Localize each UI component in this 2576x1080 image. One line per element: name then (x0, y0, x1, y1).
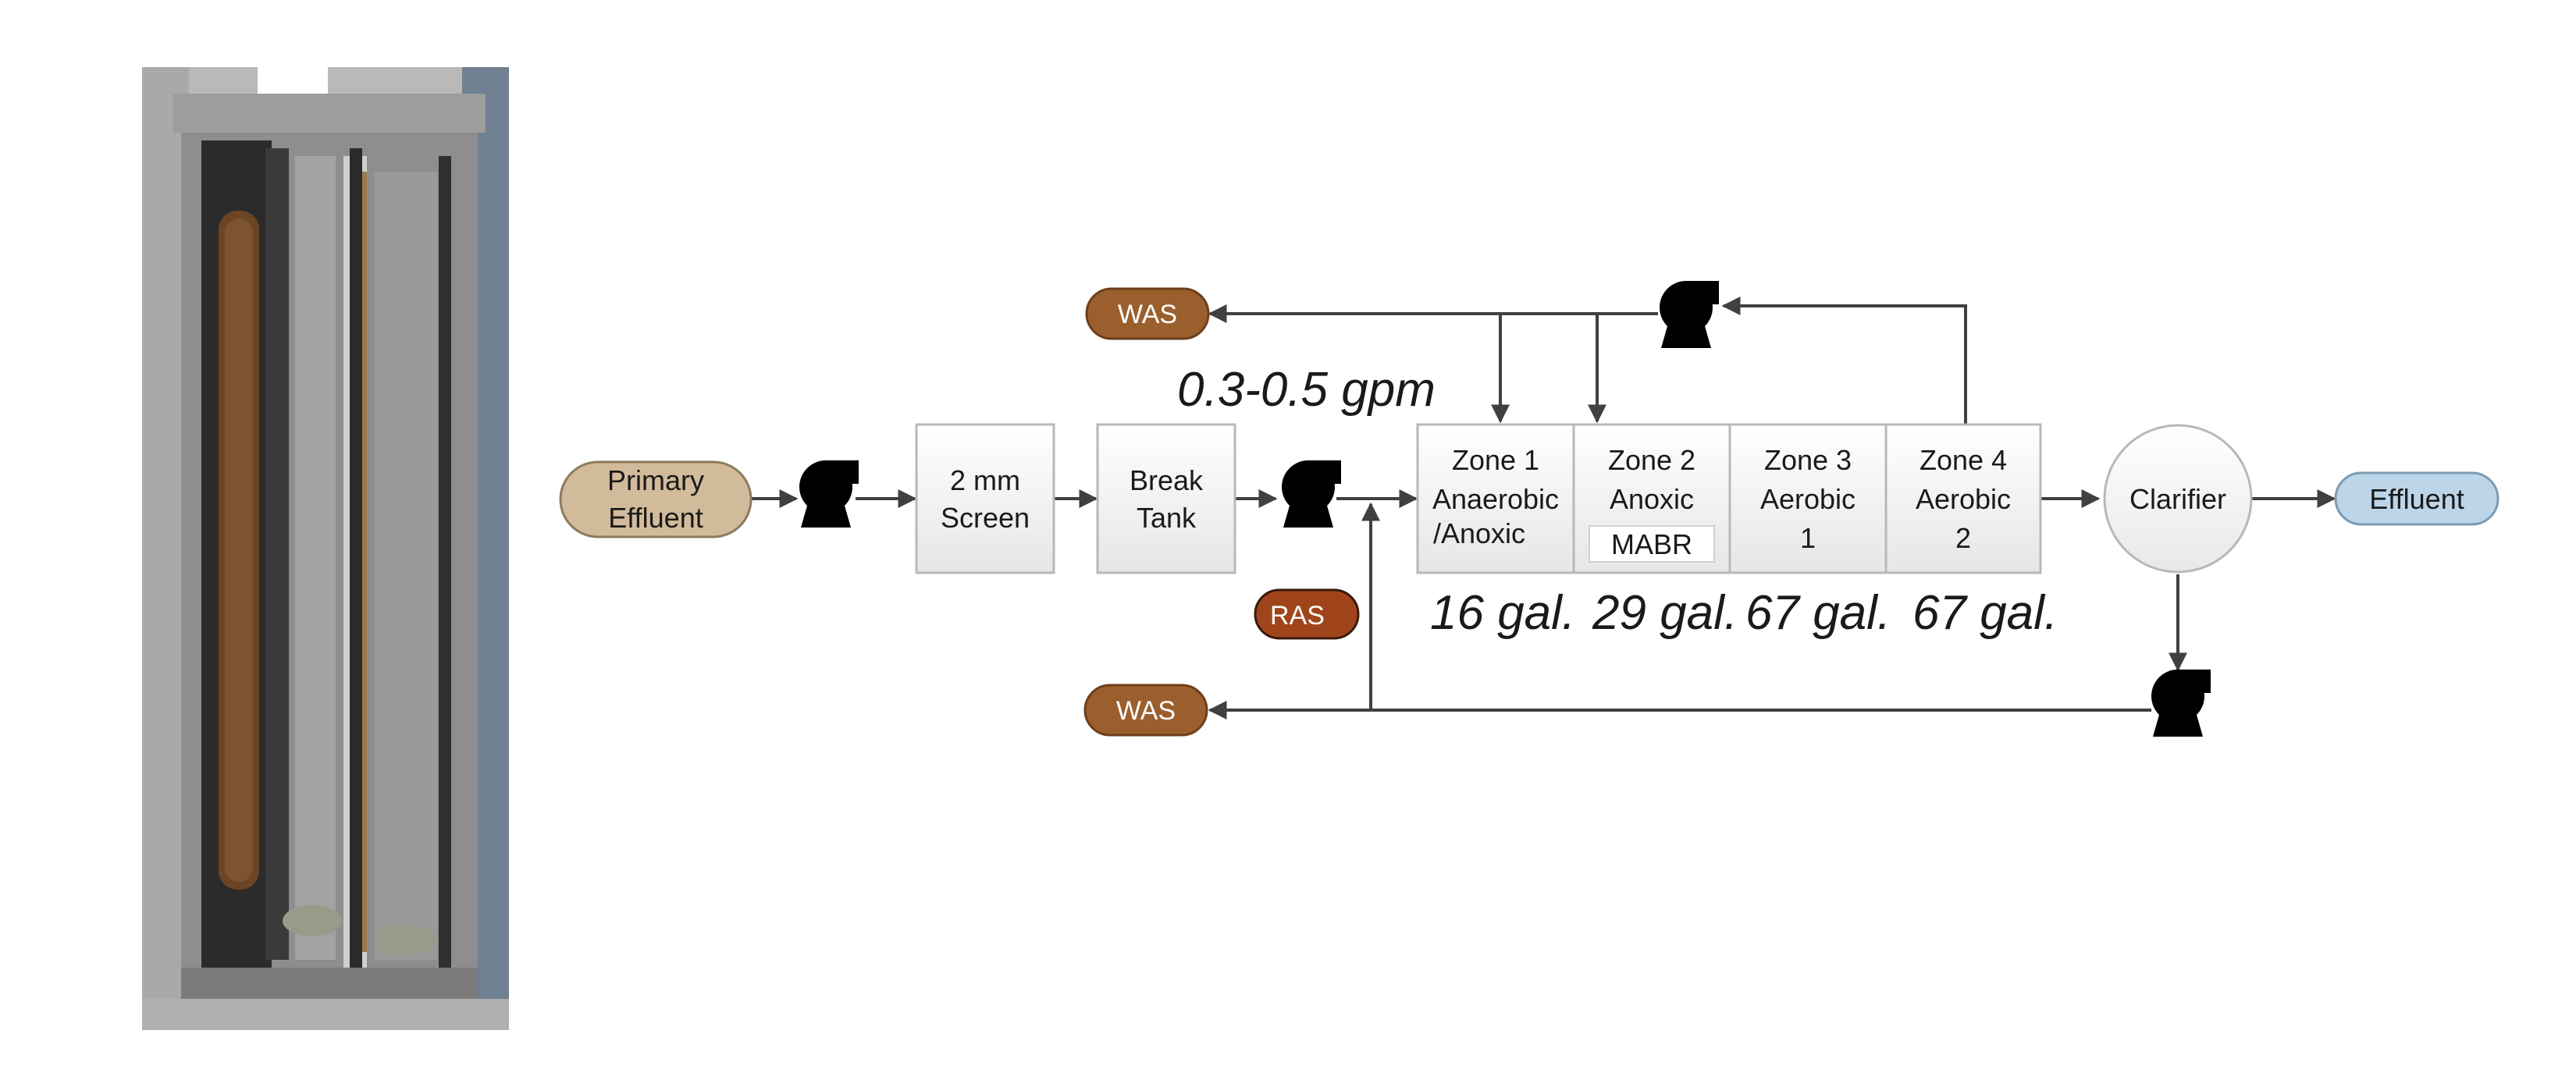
zone4-line1: Zone 4 (1920, 444, 2007, 476)
primary-effluent-line2: Effluent (608, 502, 703, 534)
zone3-node: Zone 3 Aerobic 1 (1728, 423, 1888, 574)
zone4-volume: 67 gal. (1912, 586, 2058, 640)
clarifier-node: Clarifier (2103, 424, 2253, 574)
ras-label: RAS (1270, 601, 1325, 631)
screen-line1: 2 mm (950, 464, 1020, 496)
effluent-node: Effluent (2334, 471, 2500, 526)
zone1-node: Zone 1 Anaerobic /Anoxic (1416, 423, 1575, 574)
mabr-label: MABR (1611, 528, 1692, 560)
break-tank-line1: Break (1130, 464, 1204, 496)
screen-line2: Screen (941, 502, 1030, 534)
was-top-node: WAS (1085, 287, 1210, 340)
was-bottom-label: WAS (1116, 696, 1176, 726)
break-tank-node: Break Tank (1096, 423, 1236, 574)
was-top-label: WAS (1118, 300, 1177, 329)
primary-effluent-line1: Primary (607, 464, 704, 496)
zone2-line1: Zone 2 (1608, 444, 1695, 476)
zone1-line1: Zone 1 (1452, 444, 1539, 476)
recycle-pump-icon (1660, 281, 1719, 348)
transfer-pump-icon (1282, 460, 1341, 528)
zone1-line3: /Anoxic (1433, 517, 1525, 549)
effluent-label: Effluent (2369, 483, 2464, 515)
zone2-line2: Anoxic (1610, 483, 1694, 515)
was-bottom-node: WAS (1083, 684, 1208, 737)
clarifier-label: Clarifier (2129, 483, 2226, 515)
screen-node: 2 mm Screen (915, 423, 1055, 574)
reactor-photo (142, 67, 509, 1030)
flow-rate-label: 0.3-0.5 gpm (1177, 363, 1436, 417)
ras-pump-icon (2151, 670, 2211, 737)
zone4-line3: 2 (1955, 522, 1971, 554)
feed-pump-icon (799, 460, 859, 528)
zone3-line2: Aerobic (1760, 483, 1856, 515)
mabr-insert (1589, 525, 1715, 563)
zone2-node: Zone 2 Anoxic MABR (1572, 423, 1731, 574)
zone2-volume: 29 gal. (1592, 586, 1738, 640)
ras-node: RAS (1254, 588, 1360, 640)
zone1-line2: Anaerobic (1432, 483, 1559, 515)
zone3-line3: 1 (1800, 522, 1816, 554)
zone1-volume: 16 gal. (1430, 586, 1575, 640)
primary-effluent-node: Primary Effluent (559, 460, 753, 538)
break-tank-line2: Tank (1137, 502, 1197, 534)
flow-lines (751, 297, 2336, 719)
zone3-line1: Zone 3 (1764, 444, 1852, 476)
zone3-volume: 67 gal. (1745, 586, 1891, 640)
zone4-node: Zone 4 Aerobic 2 (1884, 423, 2042, 574)
zone4-line2: Aerobic (1916, 483, 2011, 515)
